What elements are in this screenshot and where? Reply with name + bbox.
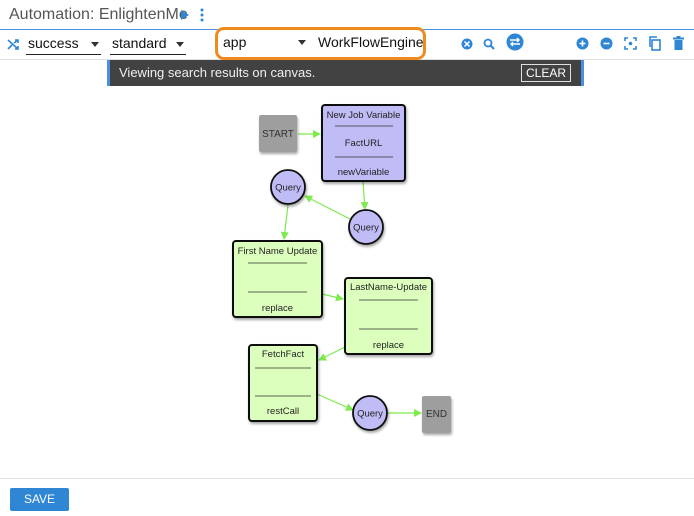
search-icon[interactable] — [483, 38, 495, 50]
chevron-down-icon — [176, 42, 184, 47]
query-node-3[interactable]: Query — [352, 395, 388, 431]
search-field-select[interactable]: app — [223, 34, 247, 50]
search-group: app WorkFlowEngine — [215, 27, 426, 60]
save-button[interactable]: SAVE — [10, 488, 69, 511]
title-bar: Automation: EnlightenMe — [0, 0, 694, 30]
task-lastname-update[interactable]: LastName-Update replace — [344, 277, 433, 355]
query-label: Query — [275, 183, 301, 194]
task-first-name-update[interactable]: First Name Update replace — [232, 240, 323, 318]
chevron-down-icon[interactable] — [298, 40, 306, 45]
type-filter-dropdown[interactable]: standard — [110, 35, 186, 55]
edge-fetchfact-query3 — [316, 393, 354, 411]
workflow-edges — [280, 130, 422, 417]
footer: SAVE — [0, 478, 694, 516]
page-title: Automation: EnlightenMe — [9, 6, 188, 23]
task-variable: FactURL — [345, 138, 382, 149]
edge-lastname-fetchfact — [318, 345, 348, 361]
fit-to-screen-icon[interactable] — [624, 37, 637, 50]
task-new-job-variable[interactable]: New Job Variable FactURL newVariable — [321, 104, 406, 182]
edge-query1-firstname — [280, 204, 289, 240]
end-node[interactable]: END — [422, 396, 451, 433]
edge-firstname-lastname — [321, 293, 344, 302]
task-title: New Job Variable — [327, 110, 401, 121]
query-label: Query — [353, 223, 379, 234]
start-node[interactable]: START — [259, 115, 297, 152]
status-filter-dropdown[interactable]: success — [26, 35, 101, 55]
type-filter-value: standard — [112, 35, 167, 51]
task-method: newVariable — [338, 167, 390, 178]
shuffle-icon[interactable] — [7, 38, 20, 51]
edge-newjob-query2 — [360, 180, 369, 210]
clear-search-icon[interactable] — [461, 38, 473, 50]
more-options-icon[interactable] — [199, 8, 205, 22]
task-method: replace — [373, 340, 404, 351]
query-node-2[interactable]: Query — [348, 209, 384, 245]
clear-button[interactable]: CLEAR — [520, 64, 571, 82]
status-filter-value: success — [28, 35, 79, 51]
play-icon[interactable] — [180, 9, 190, 21]
delete-icon[interactable] — [673, 36, 684, 50]
copy-icon[interactable] — [648, 36, 661, 51]
zoom-out-icon[interactable] — [600, 37, 613, 50]
query-node-1[interactable]: Query — [270, 169, 306, 205]
task-method: restCall — [267, 406, 299, 417]
query-label: Query — [357, 409, 383, 420]
chevron-down-icon — [91, 42, 99, 47]
search-input[interactable]: WorkFlowEngine — [318, 34, 424, 50]
task-method: replace — [262, 303, 293, 314]
banner-text: Viewing search results on canvas. — [119, 65, 316, 80]
workflow-canvas[interactable]: START New Job Variable FactURL newVariab… — [0, 90, 694, 478]
zoom-in-icon[interactable] — [576, 37, 589, 50]
end-label: END — [426, 409, 447, 420]
task-title: LastName-Update — [350, 282, 427, 293]
edge-query2-query1 — [304, 195, 351, 220]
search-results-banner: Viewing search results on canvas. CLEAR — [107, 60, 584, 86]
task-title: First Name Update — [238, 246, 318, 257]
swap-icon[interactable] — [506, 33, 524, 51]
task-title: FetchFact — [262, 349, 305, 360]
start-label: START — [262, 129, 294, 140]
task-fetchfact[interactable]: FetchFact restCall — [248, 344, 318, 422]
